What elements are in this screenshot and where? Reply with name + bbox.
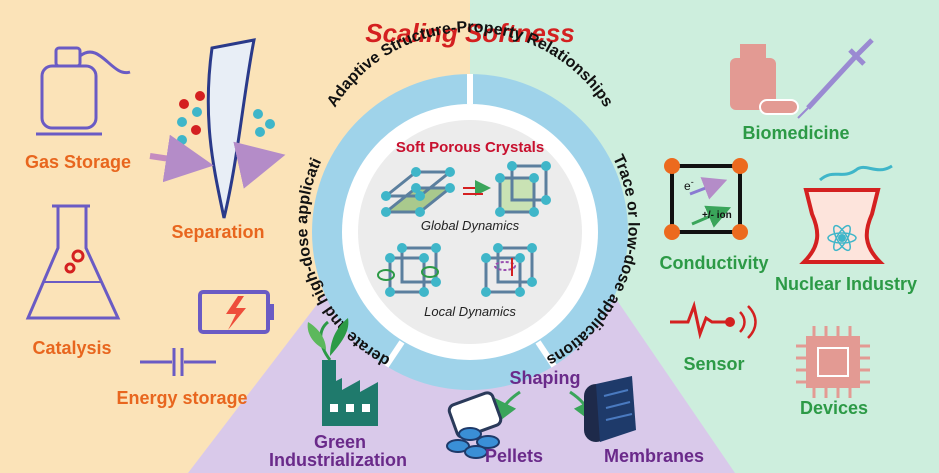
center-heading: Soft Porous Crystals: [396, 139, 544, 156]
factory-icon: [307, 318, 378, 426]
shaping-arrow-left: [494, 390, 521, 425]
pellets-icon: [446, 391, 503, 459]
pellets-label: Pellets: [485, 446, 543, 466]
biomedicine-label: Biomedicine: [742, 123, 849, 143]
flask-icon: [25, 204, 121, 320]
energy-storage-label: Energy storage: [116, 388, 247, 408]
electron-label: e-: [684, 177, 694, 193]
devices-label: Devices: [800, 398, 868, 418]
nuclear-industry-label: Nuclear Industry: [775, 274, 917, 294]
conductivity-label: Conductivity: [659, 253, 768, 273]
chip-icon: [796, 326, 870, 398]
conductivity-icon: [664, 158, 748, 240]
ion-label: +/- ion: [702, 210, 732, 221]
green-industrialization-line2: Industrialization: [269, 450, 407, 470]
green-industrialization-line1: Green: [314, 432, 366, 452]
sensor-icon: [670, 300, 757, 340]
separation-label: Separation: [171, 222, 264, 242]
catalysis-label: Catalysis: [32, 338, 111, 358]
membranes-label: Membranes: [604, 446, 704, 466]
local-dynamics-label: Local Dynamics: [424, 304, 516, 319]
medicine-bottle-icon: [730, 44, 799, 115]
membrane-roll-icon: [584, 376, 636, 442]
syringe-icon: [797, 38, 874, 119]
diagram-title: Scaling Softness: [365, 18, 575, 48]
gas-storage-label: Gas Storage: [25, 152, 131, 172]
local-dynamics-illustration: [377, 243, 537, 297]
global-dynamics-illustration: [381, 161, 551, 217]
shaping-label: Shaping: [510, 368, 581, 388]
sensor-label: Sensor: [683, 354, 744, 374]
gas-cylinder-icon: [36, 46, 131, 136]
separation-membrane-icon: [149, 38, 286, 219]
ring-divider-left: [383, 340, 405, 368]
global-dynamics-label: Global Dynamics: [421, 218, 520, 233]
battery-icon: [198, 290, 274, 334]
nuclear-plant-icon: [799, 164, 893, 264]
ring-divider-right: [535, 340, 557, 368]
capacitor-icon: [140, 348, 216, 376]
